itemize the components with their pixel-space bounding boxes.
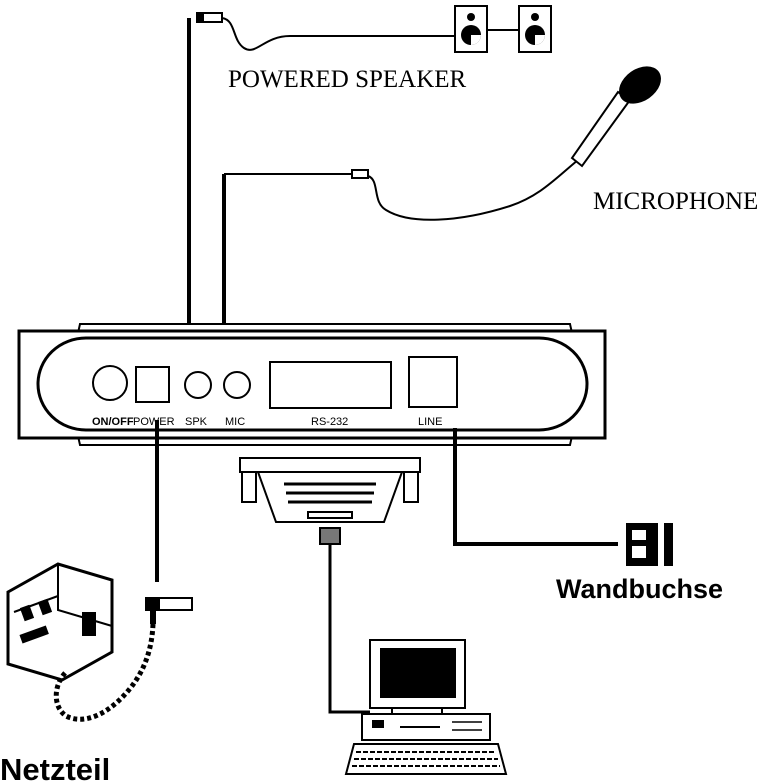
on-off-label: ON/OFF <box>92 416 134 428</box>
spk-port-label: SPK <box>185 416 208 428</box>
spk-jack <box>184 371 212 399</box>
power-jack <box>135 366 170 403</box>
rs232-connector <box>239 457 421 545</box>
power-coiled-cord <box>53 623 156 722</box>
powered-speaker-label: POWERED SPEAKER <box>228 66 467 93</box>
mic-jack <box>223 371 251 399</box>
power-adapter-icon <box>6 562 114 682</box>
rs232-port-label: RS-232 <box>311 416 348 428</box>
on-off-switch[interactable] <box>92 365 128 401</box>
speaker-cable <box>187 17 455 368</box>
speaker-right-icon <box>518 5 552 53</box>
microphone-icon <box>570 66 661 168</box>
microphone-plug <box>351 169 369 179</box>
rs232-port <box>269 361 392 409</box>
computer-cable <box>328 544 370 714</box>
telephone-line-cable <box>453 428 618 546</box>
power-port-label: POWER <box>133 416 175 428</box>
wall-socket-icon <box>626 523 673 566</box>
speaker-plug <box>196 12 223 23</box>
line-port-label: LINE <box>418 416 442 428</box>
speaker-left-icon <box>454 5 488 53</box>
wall-socket-label: Wandbuchse <box>556 574 723 604</box>
mic-port-label: MIC <box>225 416 245 428</box>
line-jack <box>408 356 458 408</box>
power-plug <box>145 597 193 624</box>
microphone-label: MICROPHONE <box>593 188 758 215</box>
power-adapter-label: Netzteil <box>0 752 110 782</box>
computer-icon <box>344 639 508 775</box>
